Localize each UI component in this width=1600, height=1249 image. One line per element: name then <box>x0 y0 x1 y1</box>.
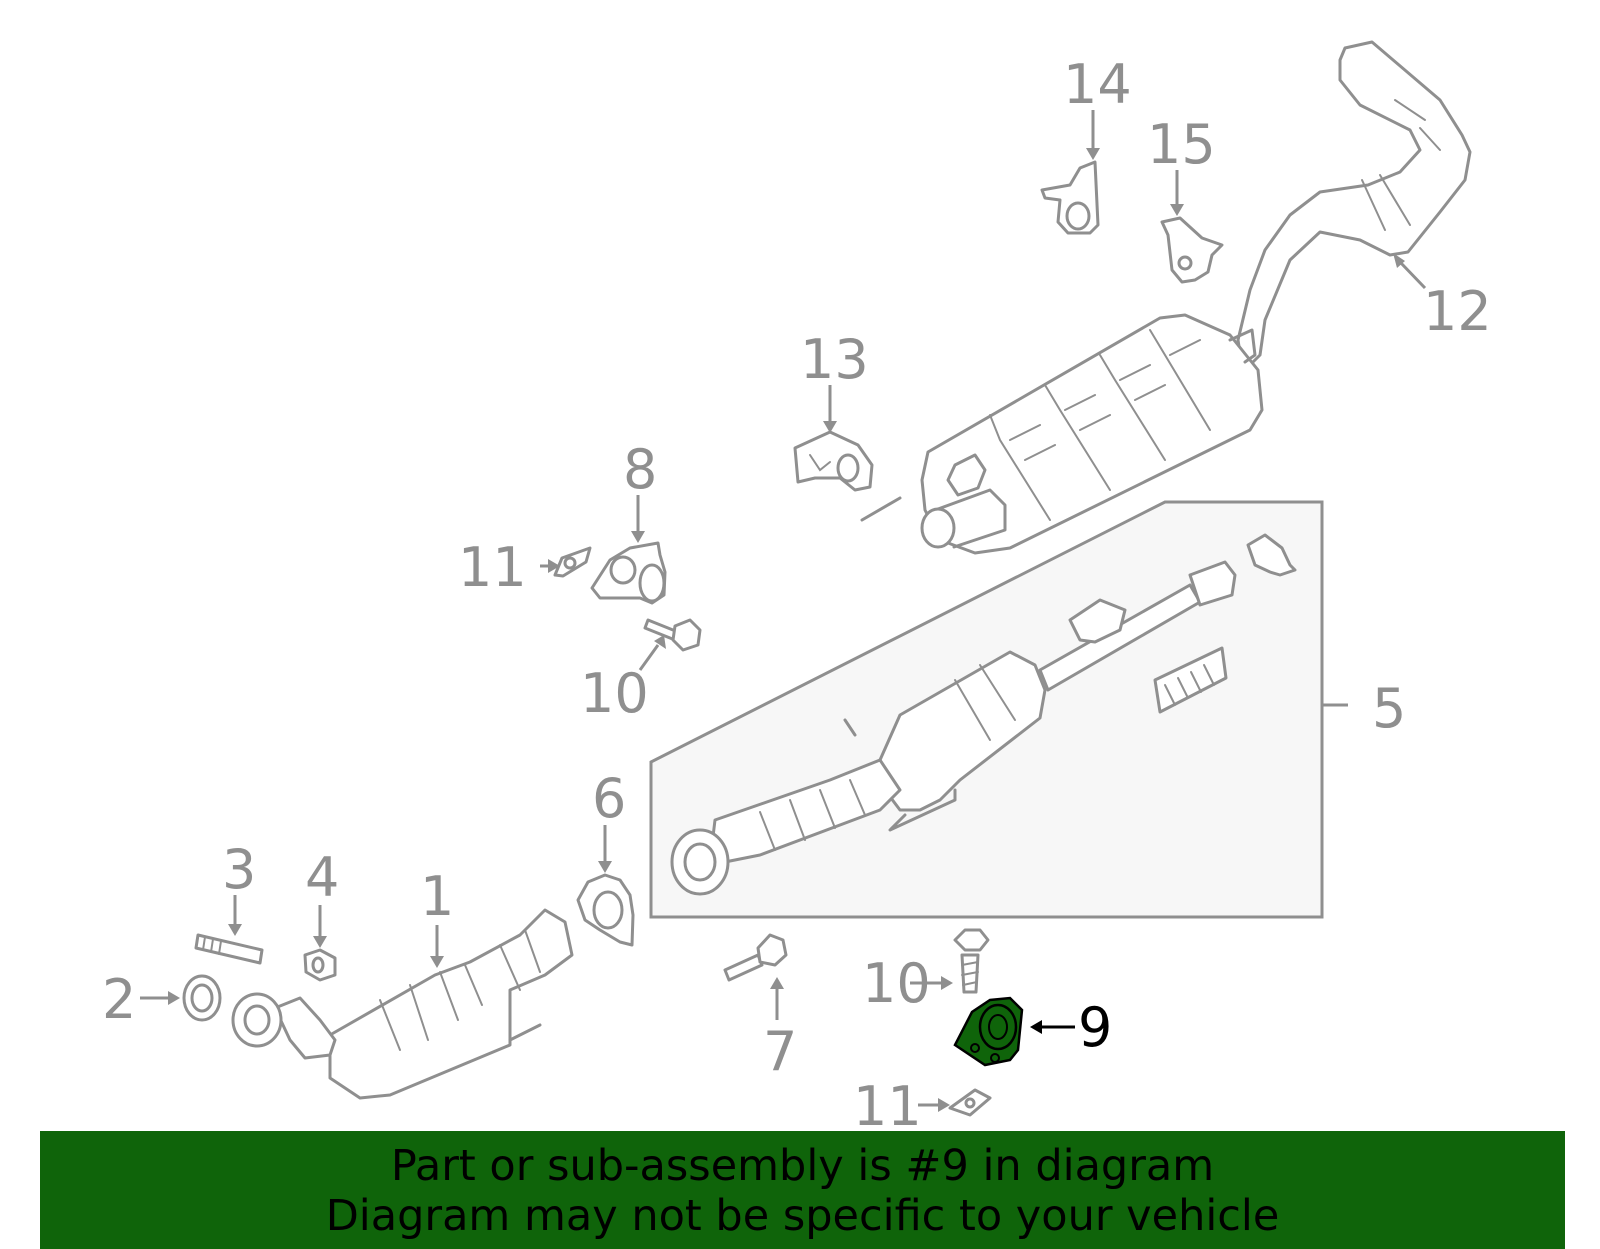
part-2-gasket <box>182 974 222 1022</box>
part-11-lower-gasket <box>948 1088 992 1117</box>
callout-3: 3 <box>222 838 256 901</box>
part-3-stud <box>194 933 264 965</box>
muffler <box>860 313 1264 555</box>
part-4-nut <box>303 948 337 982</box>
callout-7: 7 <box>763 1020 797 1083</box>
part-9-isolator-highlighted[interactable] <box>953 996 1024 1067</box>
callout-15: 15 <box>1147 113 1216 176</box>
part-1-converter <box>231 908 574 1100</box>
part-6-gasket <box>576 873 635 947</box>
callout-9: 9 <box>1078 996 1112 1059</box>
part-10-lower-bolt <box>953 928 990 994</box>
banner-line-1: Part or sub-assembly is #9 in diagram <box>390 1141 1215 1191</box>
callout-2: 2 <box>102 968 136 1031</box>
part-15-bracket <box>1160 216 1224 284</box>
callout-11-upper: 11 <box>458 536 527 599</box>
info-banner: Part or sub-assembly is #9 in diagram Di… <box>40 1131 1565 1249</box>
callout-1: 1 <box>420 865 454 928</box>
leader-lines <box>140 110 1427 1112</box>
part-5-pipe-assembly <box>670 560 1237 896</box>
part-13-hanger <box>793 430 874 492</box>
callout-10-upper: 10 <box>580 662 649 725</box>
callout-10-lower: 10 <box>862 952 931 1015</box>
callout-13: 13 <box>800 328 869 391</box>
part-7-bolt <box>723 933 788 982</box>
part-11-upper-gasket <box>553 546 592 578</box>
part-5-heat-shield <box>1153 646 1228 714</box>
callout-8: 8 <box>623 438 657 501</box>
callout-14: 14 <box>1063 53 1132 116</box>
callout-11-lower: 11 <box>853 1075 922 1138</box>
part-5-clamp <box>1246 533 1297 577</box>
part-8-isolator <box>590 541 667 605</box>
part-10-upper-bolt <box>643 618 702 652</box>
callout-5: 5 <box>1372 677 1406 740</box>
callout-12: 12 <box>1423 280 1492 343</box>
callout-6: 6 <box>592 767 626 830</box>
callout-4: 4 <box>305 846 339 909</box>
part-14-hanger <box>1040 160 1100 235</box>
banner-line-2: Diagram may not be specific to your vehi… <box>325 1191 1280 1241</box>
